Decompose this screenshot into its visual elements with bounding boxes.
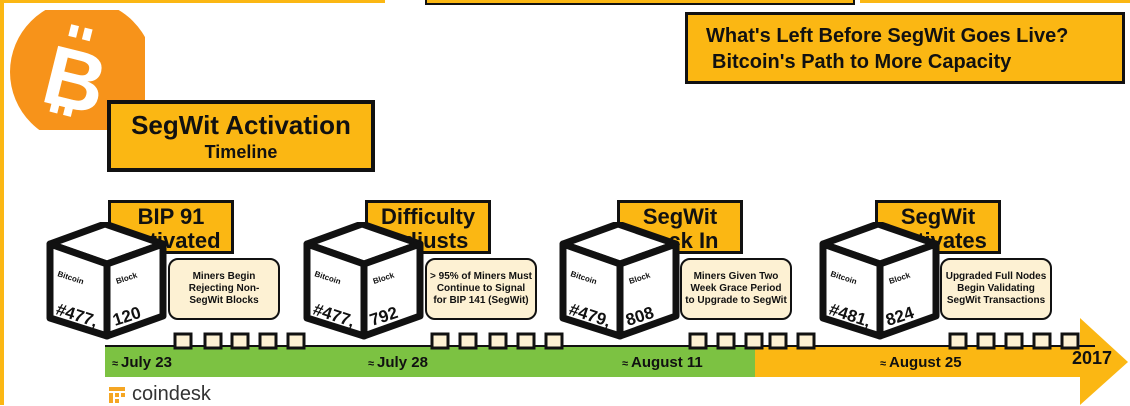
event-title-line1: SegWit <box>642 204 718 229</box>
event-title-line1: Difficulty <box>380 204 476 229</box>
timeline-block-square <box>488 332 508 350</box>
timeline-block-square <box>458 332 478 350</box>
coindesk-name: coindesk <box>132 383 211 405</box>
coindesk-brand: coindesk <box>108 383 211 406</box>
timeline-block-square <box>1032 332 1052 350</box>
timeline-block-square <box>744 332 764 350</box>
timeline-block-square <box>796 332 816 350</box>
timeline-block-square <box>768 332 788 350</box>
timeline-block-square <box>948 332 968 350</box>
badge-title: SegWit Activation <box>131 110 351 140</box>
year-label: 2017 <box>1072 348 1113 368</box>
frame-left-edge <box>0 0 4 405</box>
timeline-block-square <box>516 332 536 350</box>
timeline-green-bar <box>105 347 755 377</box>
event-note: Miners Begin Rejecting Non-SegWit Blocks <box>168 258 280 320</box>
frame-top-fragment <box>425 0 855 5</box>
date-label: August 11 <box>631 354 703 371</box>
date-approx-symbol: ≈ <box>622 358 629 370</box>
timeline-block-square <box>430 332 450 350</box>
event-title-line1: SegWit <box>900 204 976 229</box>
timeline-blocks <box>173 332 1080 350</box>
timeline-block-square <box>230 332 250 350</box>
coindesk-logo-icon <box>109 386 125 403</box>
event-date: ≈July 28 <box>368 354 428 371</box>
event-note: > 95% of Miners Must Continue to Signal … <box>425 258 537 320</box>
event-date: ≈August 25 <box>880 354 962 371</box>
date-label: August 25 <box>889 354 962 371</box>
date-label: July 23 <box>121 354 172 371</box>
event-note: Miners Given Two Week Grace Period to Up… <box>680 258 792 320</box>
frame-top-left <box>0 0 385 3</box>
timeline-block-square <box>173 332 193 350</box>
frame-top-right <box>860 0 1130 3</box>
timeline-arrow <box>755 318 1128 405</box>
event-note: Upgraded Full Nodes Begin Validating Seg… <box>940 258 1052 320</box>
timeline-block-square <box>1004 332 1024 350</box>
activation-badge: SegWit Activation Timeline <box>107 100 375 172</box>
date-label: July 28 <box>377 354 428 371</box>
event-date: ≈August 11 <box>622 354 703 371</box>
timeline-block-square <box>258 332 278 350</box>
timeline-block-square <box>1060 332 1080 350</box>
timeline-block-square <box>203 332 223 350</box>
timeline-block-square <box>976 332 996 350</box>
event-date: ≈July 23 <box>112 354 172 371</box>
timeline-block-square <box>286 332 306 350</box>
event-title-line1: BIP 91 <box>137 204 205 229</box>
timeline-block-square <box>688 332 708 350</box>
date-approx-symbol: ≈ <box>880 358 887 370</box>
date-approx-symbol: ≈ <box>112 358 119 370</box>
timeline-block-square <box>544 332 564 350</box>
timeline-block-square <box>716 332 736 350</box>
badge-subtitle: Timeline <box>204 142 278 162</box>
header-title-box: What's Left Before SegWit Goes Live? Bit… <box>685 12 1125 84</box>
date-approx-symbol: ≈ <box>368 358 375 370</box>
header-title-line1: What's Left Before SegWit Goes Live? <box>706 25 1069 47</box>
header-title-line2: Bitcoin's Path to More Capacity <box>712 51 1012 73</box>
